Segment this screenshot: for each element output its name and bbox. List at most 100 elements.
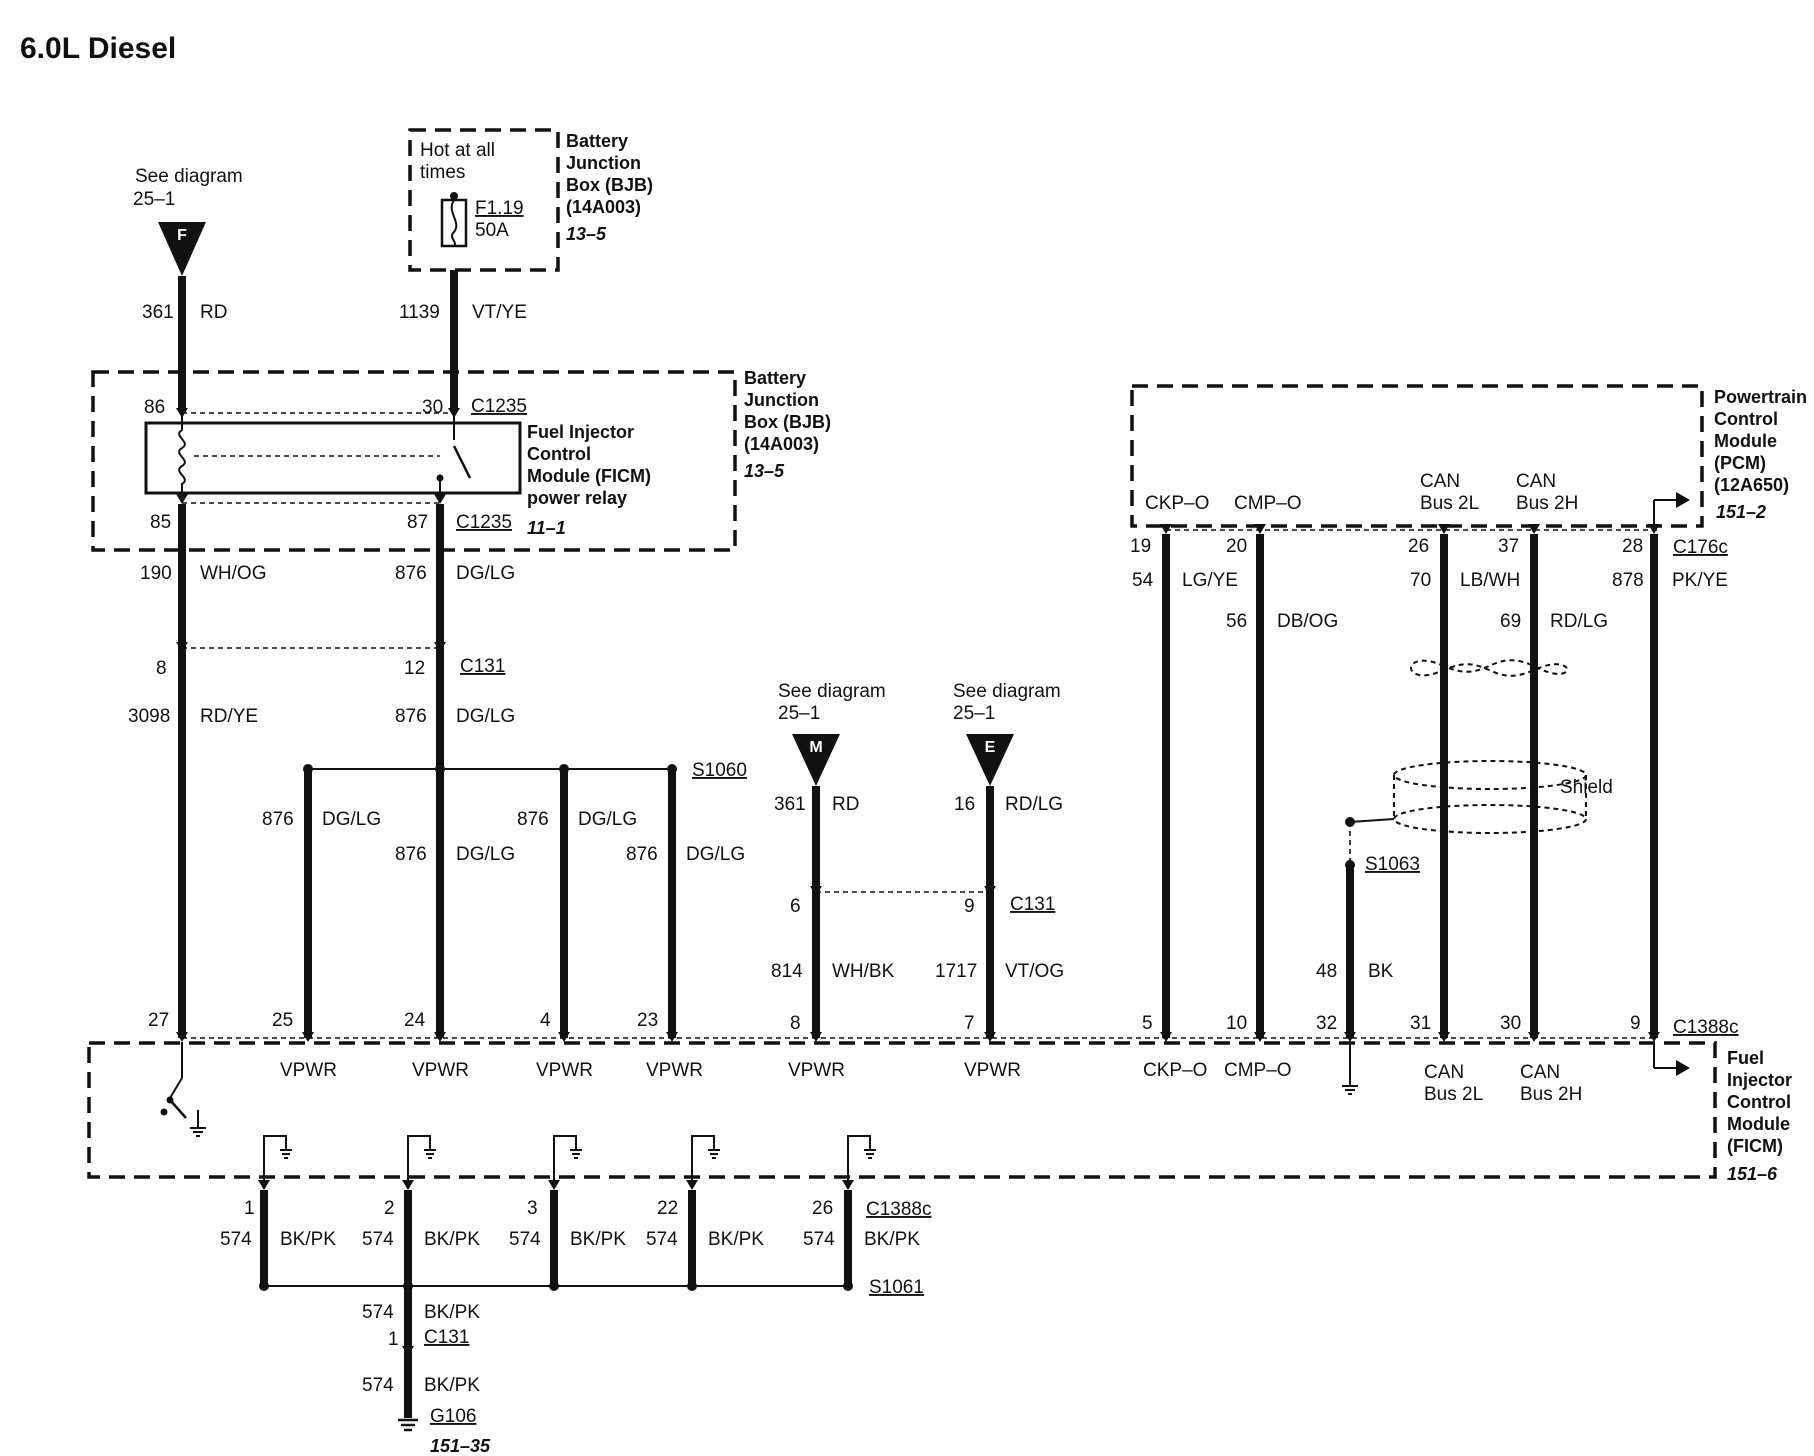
circuit-1717-color: VT/OG [1005, 961, 1064, 982]
relay-connector-top: C1235 [471, 396, 527, 417]
arrow-5-icon [1160, 1032, 1172, 1042]
circuit-876-num-d: 876 [517, 809, 549, 830]
bjb-top-line4: (14A003) [566, 197, 641, 217]
ficm-cmp: CMP–O [1224, 1060, 1292, 1081]
connector-f-letter: F [177, 227, 187, 244]
relay-pin-30: 30 [422, 397, 443, 418]
c574-color-1: BK/PK [280, 1229, 336, 1250]
c1388c-pin-25: 25 [272, 1010, 293, 1031]
gnd-loop-5 [847, 1135, 871, 1180]
circuit-876-color-c: DG/LG [322, 809, 381, 830]
connector-e-triangle-icon [966, 734, 1014, 786]
twisted-pair-icon [1410, 659, 1568, 677]
circuit-361-num-b: 361 [774, 794, 806, 815]
ficm-can2l-1: CAN [1424, 1062, 1464, 1083]
see-diagram-m: See diagram 25–1 M [778, 681, 886, 786]
ficm-switch-dot2 [160, 1108, 168, 1116]
circuit-876-num-a: 876 [395, 563, 427, 584]
ficm-line2: Injector [1727, 1070, 1792, 1090]
pcm-ref: 151–2 [1716, 502, 1766, 522]
pcm-line3: Module [1714, 431, 1777, 451]
splice-s1060-label: S1060 [692, 760, 747, 781]
c574-num-3: 574 [509, 1229, 541, 1250]
ficm-ground-loops [263, 1135, 876, 1180]
connector-m-letter: M [809, 739, 822, 756]
pcm-line5: (12A650) [1714, 475, 1789, 495]
ficm-box-border [87, 1041, 1717, 1179]
arrow-32-icon [1344, 1032, 1356, 1042]
circuit-48-color: BK [1368, 961, 1394, 982]
splice-s1061-label: S1061 [869, 1277, 924, 1298]
circuit-876-color-b: DG/LG [456, 706, 515, 727]
c1388c-pin-9: 9 [1630, 1013, 1641, 1034]
diagram-title: 6.0L Diesel [20, 32, 176, 65]
c1388c-pin-24: 24 [404, 1010, 426, 1031]
c574-num-g1: 574 [362, 1302, 394, 1323]
bjb-top-line1: Battery [566, 131, 628, 151]
bjb-relay-ref: 13–5 [744, 461, 785, 481]
ficm-switch-ground-icon [190, 1127, 206, 1137]
c574-num-g2: 574 [362, 1375, 394, 1396]
circuit-48-num: 48 [1316, 961, 1337, 982]
c574-num-1: 574 [220, 1229, 252, 1250]
c1388c-pin-30: 30 [1500, 1013, 1521, 1034]
c176c-pin-26: 26 [1408, 536, 1429, 557]
circuit-878-num: 878 [1612, 570, 1644, 591]
gnd-loop-1-icon [280, 1149, 292, 1159]
c131-pin9-arrow-icon [984, 886, 996, 896]
gnd-loop-2 [407, 1135, 431, 1180]
circuit-69-num: 69 [1500, 611, 1521, 632]
bjb-top-line2: Junction [566, 153, 641, 173]
pin-85-arrow-icon [176, 494, 188, 504]
connector-m-triangle-icon [792, 734, 840, 786]
c131-pin-12: 12 [404, 658, 425, 679]
c131-pin-9: 9 [964, 896, 975, 917]
circuit-361-color: RD [200, 302, 227, 323]
arrow-24-icon [434, 1032, 446, 1042]
gnd-loop-3-icon [570, 1149, 582, 1159]
bjb-top-line3: Box (BJB) [566, 175, 653, 195]
circuit-876-num-e: 876 [395, 844, 427, 865]
c574-num-2: 574 [362, 1229, 394, 1250]
fuse-amps: 50A [475, 220, 509, 241]
c1388c-pin-8: 8 [790, 1013, 801, 1034]
ficm-vpwr-1: VPWR [280, 1060, 337, 1081]
circuit-3098-num: 3098 [128, 706, 170, 727]
shield-bottom-ellipse [1393, 804, 1587, 834]
c131-pin6-arrow-icon [810, 886, 822, 896]
circuit-361-color-b: RD [832, 794, 859, 815]
circuit-16-color: RD/LG [1005, 794, 1063, 815]
pcm-pin-ckp: CKP–O [1145, 493, 1209, 514]
relay-pin-87: 87 [407, 512, 428, 533]
fuse-id: F1.19 [475, 198, 524, 219]
see-diagram-e-ref: 25–1 [953, 703, 995, 724]
see-diagram-m-ref: 25–1 [778, 703, 820, 724]
see-diagram-m-text: See diagram [778, 681, 886, 702]
circuit-1717-num: 1717 [935, 961, 977, 982]
c176c-pin-28: 28 [1622, 536, 1643, 557]
c176c-pin28-arrow-icon [1648, 524, 1660, 534]
c1388c-bottom-connector: C1388c [866, 1199, 932, 1220]
splice-s1063-label: S1063 [1365, 854, 1420, 875]
ficm-power-relay [144, 421, 522, 495]
circuit-876-color-e: DG/LG [456, 844, 515, 865]
circuit-876-num-b: 876 [395, 706, 427, 727]
relay-label-line4: power relay [527, 488, 627, 508]
circuit-876-color-a: DG/LG [456, 563, 515, 584]
c131-pin1-arrow-icon [402, 1346, 414, 1356]
pcm-pin-can2h-1: CAN [1516, 471, 1556, 492]
relay-label-line3: Module (FICM) [527, 466, 651, 486]
pcm-line2: Control [1714, 409, 1778, 429]
ground-g106-ref: 151–35 [430, 1436, 491, 1456]
relay-pin-86: 86 [144, 397, 165, 418]
bottom-pin-26: 26 [812, 1198, 833, 1219]
c176c-pin19-arrow-icon [1160, 524, 1172, 534]
s1061-dot-1 [259, 1281, 269, 1291]
bjb-relay-box: 86 30 C1235 85 87 C1235 Fuel Injector Co… [91, 368, 831, 552]
c176c-pin26-arrow-icon [1438, 524, 1450, 534]
ficm-switch-lead2 [169, 1077, 183, 1099]
pcm-pin-can2l-2: Bus 2L [1420, 493, 1479, 514]
shield-label: Shield [1560, 777, 1613, 798]
see-diagram-e-text: See diagram [953, 681, 1061, 702]
c131-upper-connector: C131 [460, 656, 505, 677]
